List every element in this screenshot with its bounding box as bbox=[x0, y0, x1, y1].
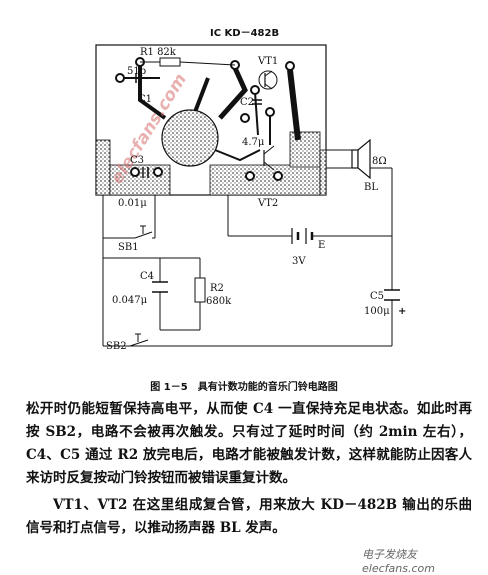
sb1-switch bbox=[103, 225, 155, 239]
c3-label: C3 bbox=[130, 155, 144, 166]
r2-value: 680k bbox=[206, 296, 232, 307]
c1-label: C1 bbox=[138, 94, 152, 105]
vt1-label: VT1 bbox=[257, 56, 278, 67]
c4-name: C4 bbox=[140, 271, 154, 282]
speaker-value: 8Ω bbox=[372, 156, 387, 167]
c5-polarity: + bbox=[398, 306, 406, 317]
ic-chip bbox=[161, 109, 219, 167]
circuit-diagram: elecfans.com IC KD－482B R1 82k 51p C1 C2… bbox=[95, 28, 406, 352]
c3-capacitor bbox=[142, 167, 149, 178]
c2-capacitor bbox=[252, 99, 262, 105]
paragraph-1: 松开时仍能短暂保持高电平，从而使 C4 一直保持充足电状态。如此时再按 SB2，… bbox=[26, 401, 472, 486]
c2-label: C2 bbox=[240, 97, 254, 108]
ic-label: IC KD－482B bbox=[210, 28, 279, 39]
figure-caption: 图 1－5 具有计数功能的音乐门铃电路图 bbox=[150, 382, 338, 393]
pcb-board bbox=[95, 44, 327, 196]
vt1-transistor bbox=[258, 70, 278, 90]
sb1-label: SB1 bbox=[118, 242, 139, 253]
battery-name: E bbox=[318, 240, 325, 251]
paragraph-2: VT1、VT2 在这里组成复合管，用来放大 KD－482B 输出的乐曲信号和打点… bbox=[26, 497, 472, 536]
sb2-switch bbox=[103, 333, 160, 347]
body-text: 松开时仍能短暂保持高电平，从而使 C4 一直保持充足电状态。如此时再按 SB2，… bbox=[26, 398, 472, 540]
r1-resistor bbox=[140, 57, 236, 67]
footer-watermark: 电子发烧友 elecfans.com bbox=[362, 548, 435, 575]
vt2-transistor bbox=[263, 145, 275, 171]
vt2-label: VT2 bbox=[257, 198, 278, 209]
battery-icon bbox=[291, 228, 314, 244]
battery-voltage: 3V bbox=[292, 256, 306, 267]
external-wiring bbox=[102, 167, 393, 347]
c4-capacitor bbox=[152, 281, 168, 293]
speaker-icon bbox=[326, 138, 371, 180]
c5-value: 100μ bbox=[364, 306, 390, 317]
c5-capacitor bbox=[384, 289, 400, 301]
c51p-label: 51p bbox=[127, 66, 146, 77]
speaker-name: BL bbox=[364, 182, 378, 193]
r2-name: R2 bbox=[210, 283, 224, 294]
c47-label: 4.7μ bbox=[242, 137, 265, 148]
c51p-capacitor bbox=[128, 73, 141, 83]
r2-resistor bbox=[194, 277, 206, 303]
r1-label: R1 82k bbox=[140, 47, 177, 58]
c4-value: 0.047μ bbox=[112, 295, 148, 306]
c5-name: C5 bbox=[370, 291, 384, 302]
c001-label: 0.01μ bbox=[118, 198, 147, 209]
sb2-label: SB2 bbox=[106, 341, 127, 352]
